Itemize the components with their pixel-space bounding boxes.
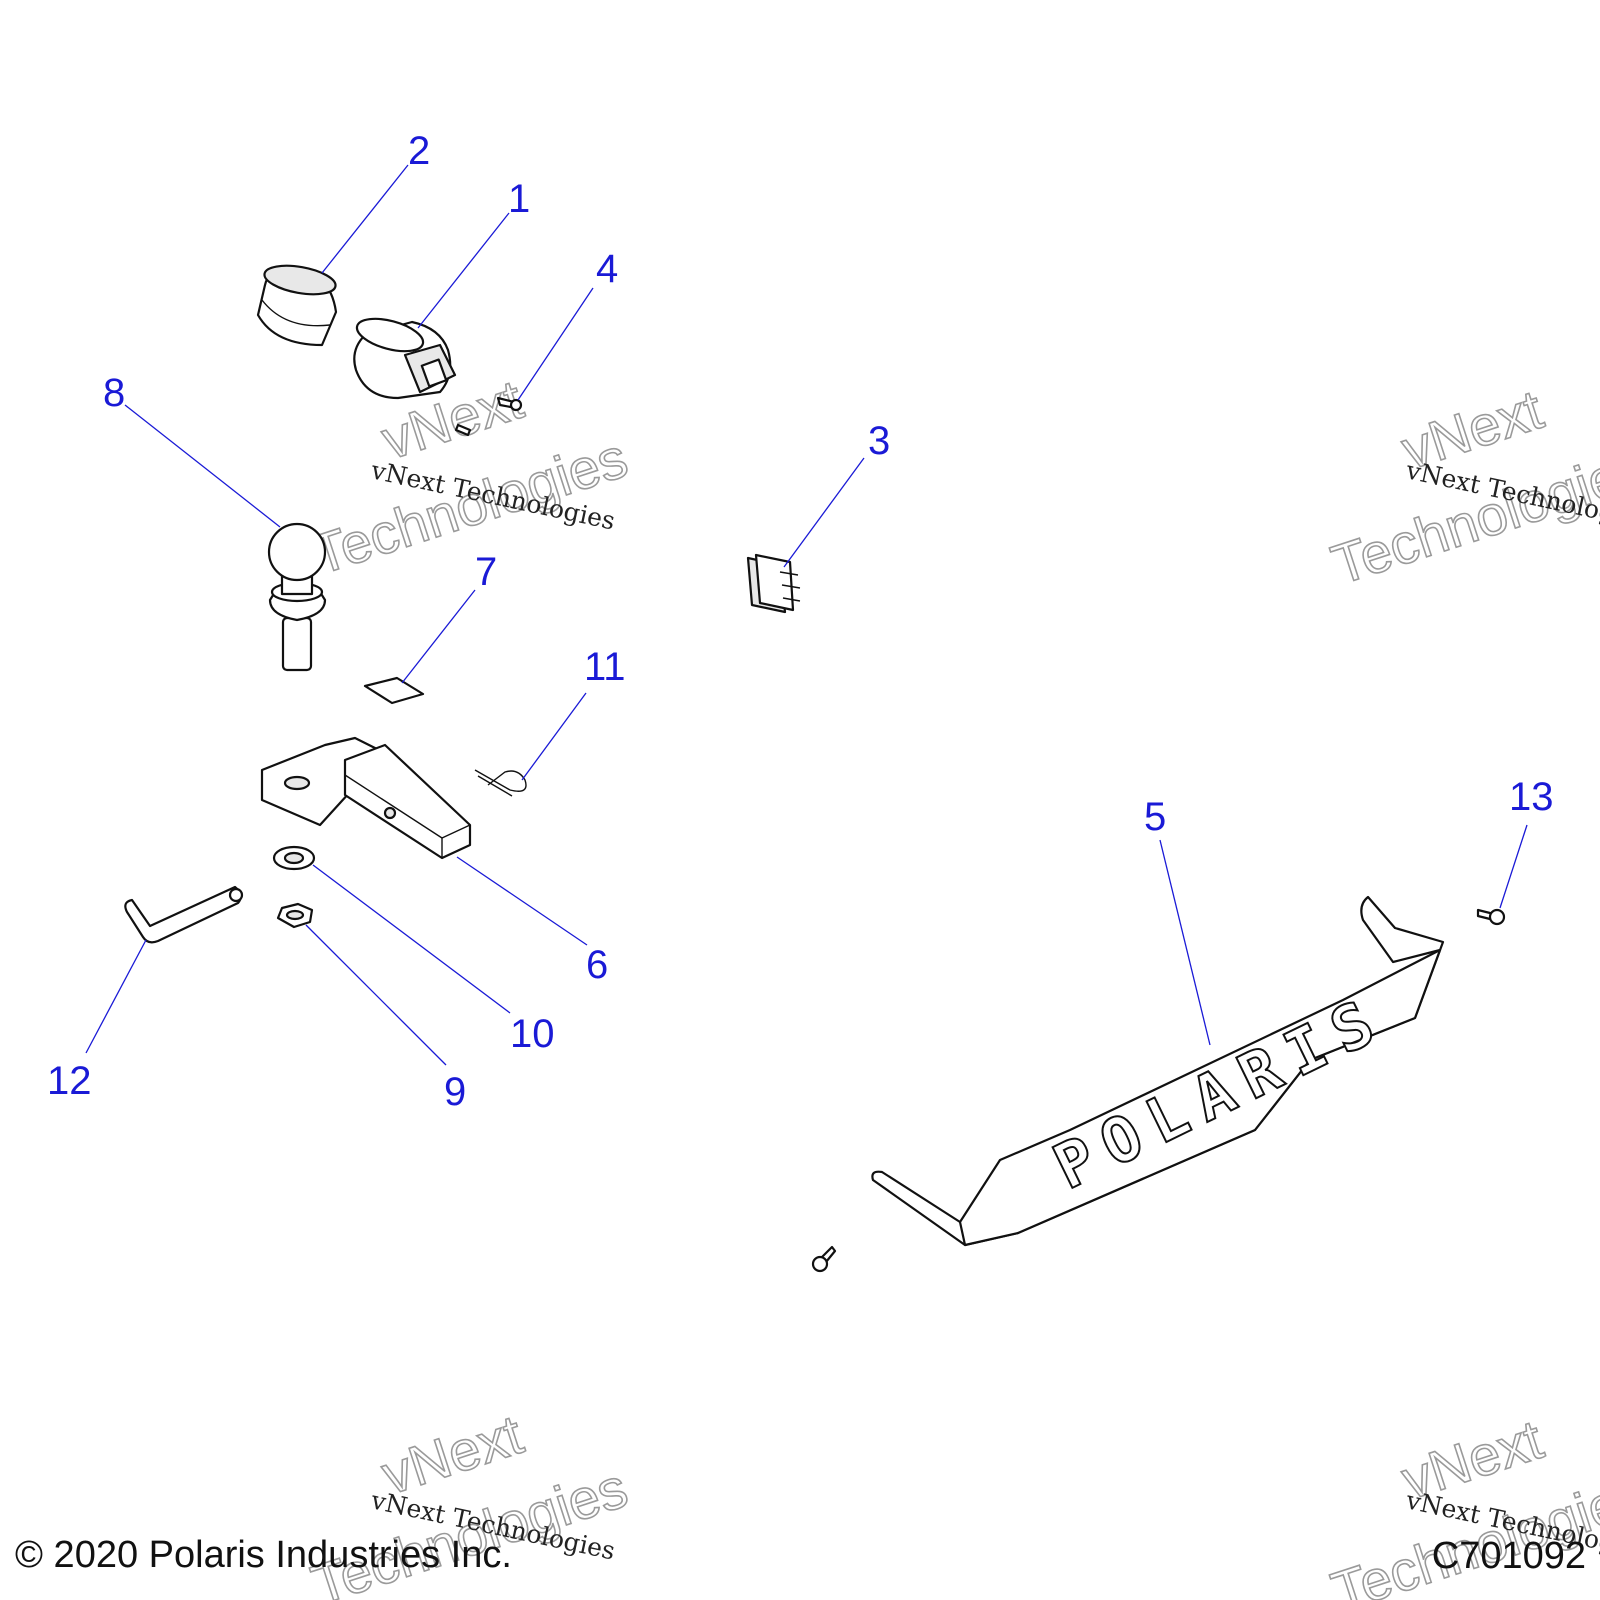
callout-5: 5 xyxy=(1144,795,1166,839)
part-11-clip xyxy=(474,769,527,797)
callout-9: 9 xyxy=(444,1070,466,1114)
part-3-rocker-switch xyxy=(746,553,801,614)
leader-13 xyxy=(1499,824,1528,909)
part-7-decal xyxy=(363,676,425,705)
part-12-hitch-pin xyxy=(124,885,244,944)
leader-1 xyxy=(417,212,510,329)
callout-4: 4 xyxy=(596,247,618,291)
copyright-notice: © 2020 Polaris Industries Inc. xyxy=(15,1534,512,1576)
part-13-screw xyxy=(1476,908,1506,926)
callout-1: 1 xyxy=(508,177,530,221)
part-8-hitch-ball xyxy=(267,522,327,672)
callout-3: 3 xyxy=(868,419,890,463)
leader-6 xyxy=(456,856,588,946)
leader-2 xyxy=(321,164,409,274)
leader-12 xyxy=(85,939,147,1054)
callout-7: 7 xyxy=(475,550,497,594)
polaris-logo-cutout: POLARIS xyxy=(1043,980,1398,1203)
leader-8 xyxy=(124,404,281,528)
leader-10 xyxy=(312,864,511,1014)
callout-11: 11 xyxy=(584,645,626,689)
watermark-top-right: vNext Technologies vNext Technologies xyxy=(1323,376,1600,597)
leader-3 xyxy=(783,457,865,568)
callout-10: 10 xyxy=(510,1012,555,1056)
leader-4 xyxy=(517,287,594,401)
figure-code: C701092 xyxy=(1432,1535,1586,1577)
part-5-screw xyxy=(811,1245,837,1273)
part-9-nut xyxy=(276,902,314,929)
watermark-top-left: vNext Technologies vNext Technologies xyxy=(303,366,635,587)
part-2-sleeve xyxy=(256,264,338,347)
part-1-switch xyxy=(353,317,457,400)
part-5-polaris-plate: POLARIS xyxy=(871,895,1445,1247)
leader-7 xyxy=(401,589,476,684)
callout-13: 13 xyxy=(1509,775,1554,819)
leader-lines xyxy=(85,164,1528,1066)
callout-12: 12 xyxy=(47,1059,92,1103)
part-10-washer xyxy=(272,845,316,871)
callout-8: 8 xyxy=(103,371,125,415)
leader-9 xyxy=(305,924,447,1066)
leader-5 xyxy=(1159,839,1211,1046)
callout-6: 6 xyxy=(586,943,608,987)
callout-2: 2 xyxy=(408,129,430,173)
part-6-ball-mount xyxy=(260,736,472,860)
part-4-screws xyxy=(454,396,523,437)
leader-11 xyxy=(521,692,587,781)
callout-numbers: 2 1 4 8 3 7 11 13 5 6 10 12 9 xyxy=(47,129,1554,1114)
